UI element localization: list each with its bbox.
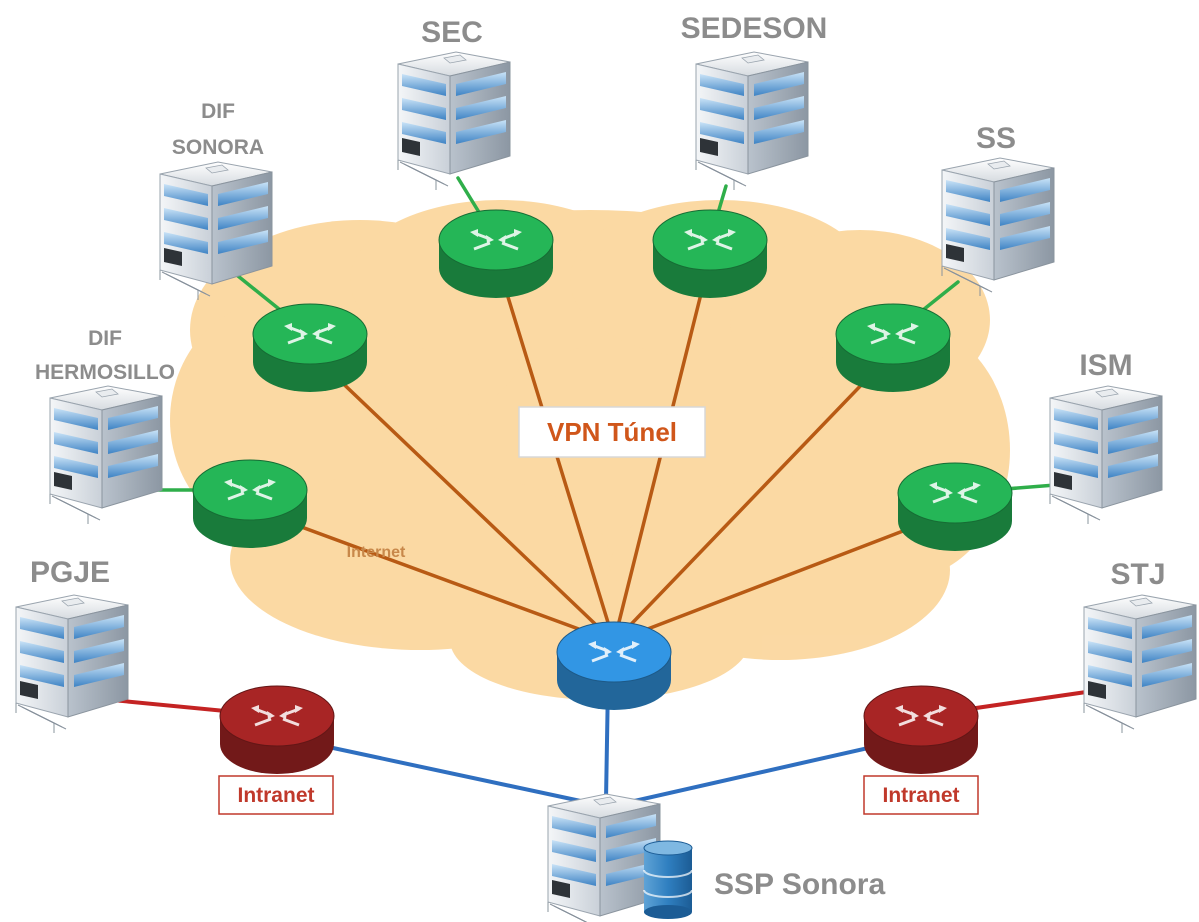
vpn-tunnel-link-difher: [248, 506, 616, 644]
label-ss: SS: [976, 122, 1016, 155]
label-dif-hermosillo-line2: HERMOSILLO: [35, 361, 175, 384]
router-icon: [897, 462, 1013, 551]
router-icon: [863, 685, 979, 774]
intranet-tag-right: Intranet: [863, 775, 979, 815]
label-sec: SEC: [421, 16, 483, 49]
router-icon: [192, 459, 308, 548]
label-ism: ISM: [1079, 349, 1132, 382]
label-stj: STJ: [1110, 558, 1165, 591]
vpn-tunnel-link-difson: [308, 350, 616, 644]
label-pgje: PGJE: [30, 556, 110, 589]
office-building-icon: [397, 51, 511, 191]
label-dif-sonora-line1: DIF: [201, 100, 235, 123]
label-internet: Internet: [347, 544, 406, 561]
intranet-tag-left: Intranet: [218, 775, 334, 815]
label-ssp-sonora: SSP Sonora: [714, 868, 885, 901]
office-building-icon: [49, 385, 163, 525]
office-building-icon: [695, 51, 809, 191]
vpn-tunnel-link-ss: [612, 350, 895, 644]
router-icon: [438, 209, 554, 298]
label-dif-hermosillo-line1: DIF: [88, 327, 122, 350]
router-icon: [835, 303, 951, 392]
router-icon: [252, 303, 368, 392]
router-icon: [556, 621, 672, 710]
database-icon: [643, 840, 693, 919]
label-dif-sonora-line2: SONORA: [172, 136, 264, 159]
vpn-tunnel-link-ism: [612, 509, 957, 644]
office-building-icon: [941, 157, 1055, 297]
intranet-left-label: Intranet: [237, 784, 314, 807]
office-building-icon: [547, 793, 661, 922]
office-building-icon: [1049, 385, 1163, 525]
vpn-tunnel-tag: VPN Túnel: [518, 406, 706, 458]
office-building-icon: [1083, 594, 1197, 734]
vpn-tunnel-label: VPN Túnel: [547, 417, 677, 447]
office-building-icon: [15, 594, 129, 734]
router-icon: [652, 209, 768, 298]
routers-layer: [192, 209, 1013, 774]
intranet-right-label: Intranet: [882, 784, 959, 807]
router-icon: [219, 685, 335, 774]
label-sedeson: SEDESON: [681, 12, 828, 45]
